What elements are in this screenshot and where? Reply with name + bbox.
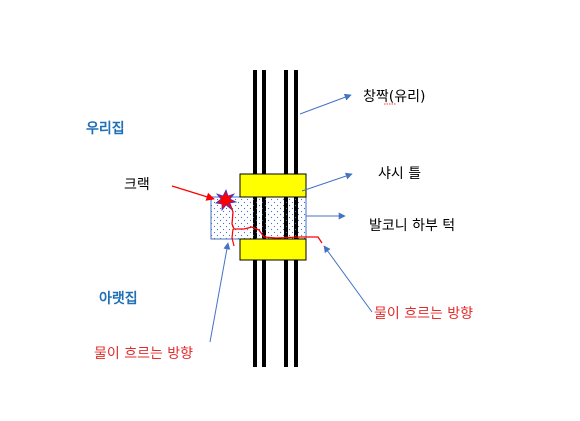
crack-mark-icon (215, 188, 238, 212)
label-upper-house: 우리집 (86, 120, 125, 137)
label-water-flow-right: 물이 흐르는 방향 (374, 306, 473, 322)
label-crack: 크랙 (124, 177, 150, 193)
arrow-water-flow-left (209, 242, 231, 343)
label-balcony-ledge: 발코니 하부 턱 (369, 218, 455, 234)
water-leak-branch (231, 228, 235, 247)
label-sash-frame: 샤시 틀 (378, 166, 421, 182)
label-lower-house: 아랫집 (99, 290, 138, 307)
arrow-crack (171, 185, 215, 201)
sash-frame-bottom (239, 238, 307, 261)
arrow-water-flow-right (323, 245, 373, 313)
label-water-flow-left: 물이 흐르는 방향 (94, 346, 193, 362)
water-leak-path (228, 200, 323, 244)
arrow-window-glass (299, 93, 352, 115)
label-window-glass: 창짝(유리) (363, 89, 425, 105)
arrow-sash-frame (301, 172, 353, 192)
sash-frame-top (239, 173, 307, 198)
